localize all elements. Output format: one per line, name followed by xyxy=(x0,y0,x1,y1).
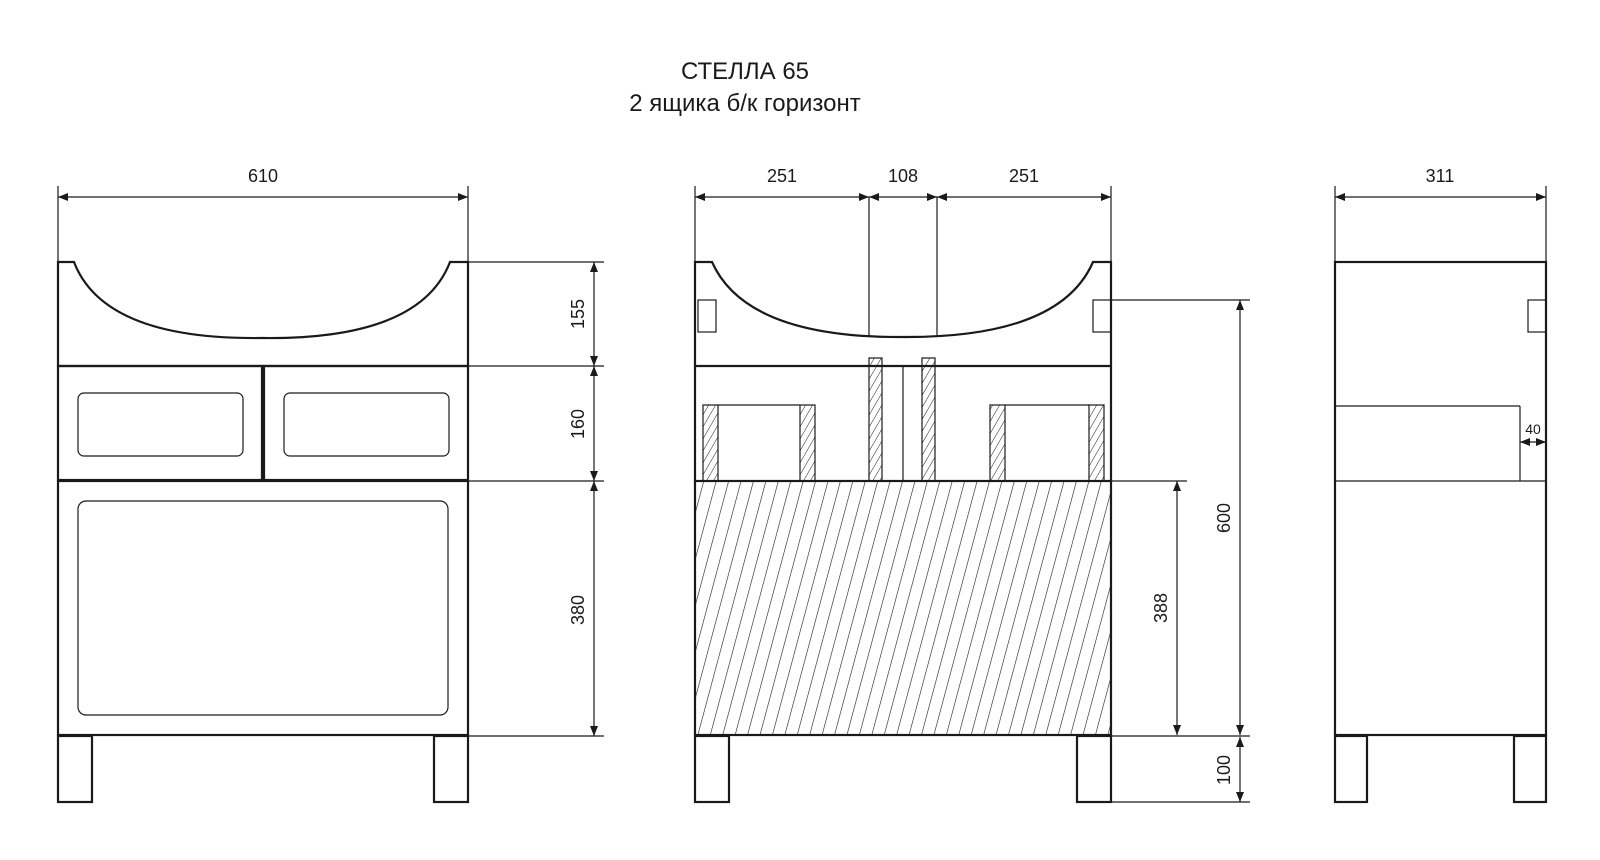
section-w2-label: 108 xyxy=(888,166,918,186)
section-total-label: 600 xyxy=(1214,503,1234,533)
front-basin-outline xyxy=(56,260,470,368)
front-view: 610 155 160 380 xyxy=(56,166,604,804)
front-left-drawer xyxy=(56,364,264,482)
front-right-leg xyxy=(432,734,470,804)
side-bracket xyxy=(1527,299,1547,333)
side-left-leg xyxy=(1333,734,1369,804)
section-center-post-left xyxy=(868,357,883,482)
section-right-drawer-side-b xyxy=(1088,404,1105,482)
front-h1-label: 155 xyxy=(568,299,588,329)
front-left-leg xyxy=(56,734,94,804)
section-center-post-right xyxy=(921,357,936,482)
front-left-drawer-panel xyxy=(77,392,244,457)
section-basin-outline xyxy=(693,260,1113,368)
section-view: 251 108 251 388 600 100 xyxy=(693,166,1250,804)
front-door-panel xyxy=(77,500,449,716)
section-right-leg xyxy=(1075,734,1113,804)
front-h3-label: 380 xyxy=(568,595,588,625)
section-left-drawer-side-b xyxy=(799,404,816,482)
side-body xyxy=(1333,260,1548,737)
front-door xyxy=(56,479,470,737)
section-w1-label: 251 xyxy=(767,166,797,186)
section-w3-label: 251 xyxy=(1009,166,1039,186)
title-block: СТЕЛЛА 65 2 ящика б/к горизонт xyxy=(0,56,1490,120)
section-left-bracket xyxy=(697,299,717,333)
section-left-drawer-side-a xyxy=(702,404,719,482)
product-title: СТЕЛЛА 65 xyxy=(680,58,810,85)
section-lower-label: 388 xyxy=(1151,593,1171,623)
side-right-leg xyxy=(1512,734,1548,804)
front-right-drawer xyxy=(262,364,470,482)
section-right-bracket xyxy=(1092,299,1112,333)
side-view: 311 40 xyxy=(1333,166,1548,804)
front-h2-label: 160 xyxy=(568,409,588,439)
front-width-label: 610 xyxy=(248,166,278,186)
section-lower-body xyxy=(693,479,1113,737)
front-right-drawer-panel xyxy=(283,392,450,457)
product-subtitle: 2 ящика б/к горизонт xyxy=(629,90,861,117)
side-depth-label: 311 xyxy=(1426,166,1455,186)
section-right-drawer-side-a xyxy=(989,404,1006,482)
section-left-leg xyxy=(693,734,731,804)
side-offset-label: 40 xyxy=(1525,421,1541,437)
section-leg-label: 100 xyxy=(1214,755,1234,785)
